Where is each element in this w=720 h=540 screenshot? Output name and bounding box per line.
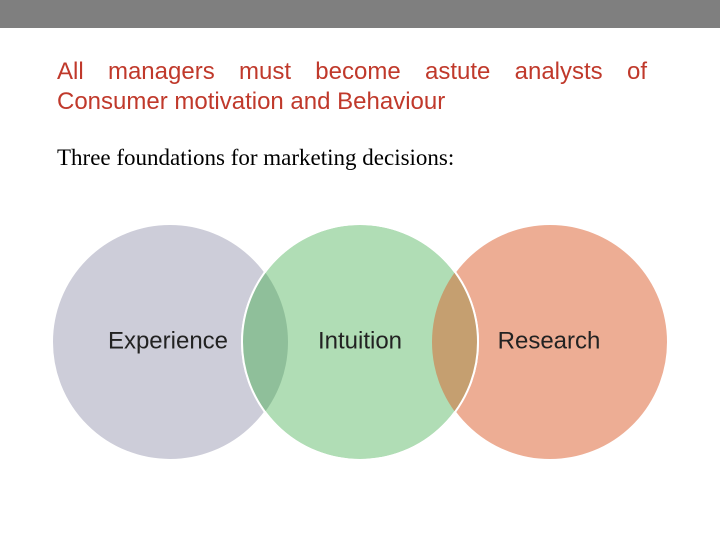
intuition-circle-outline [241, 223, 479, 461]
slide-subtitle: Three foundations for marketing decision… [57, 145, 455, 170]
experience-label: Experience [108, 327, 228, 354]
slide-title: All managers must become astute analysts… [57, 57, 647, 117]
top-bar [0, 0, 720, 28]
slide-title-line-2: Consumer motivation and Behaviour [57, 88, 446, 115]
intuition-label: Intuition [318, 327, 402, 354]
research-label: Research [498, 327, 601, 354]
slide-title-line-1: All managers must become astute analysts… [57, 58, 647, 85]
